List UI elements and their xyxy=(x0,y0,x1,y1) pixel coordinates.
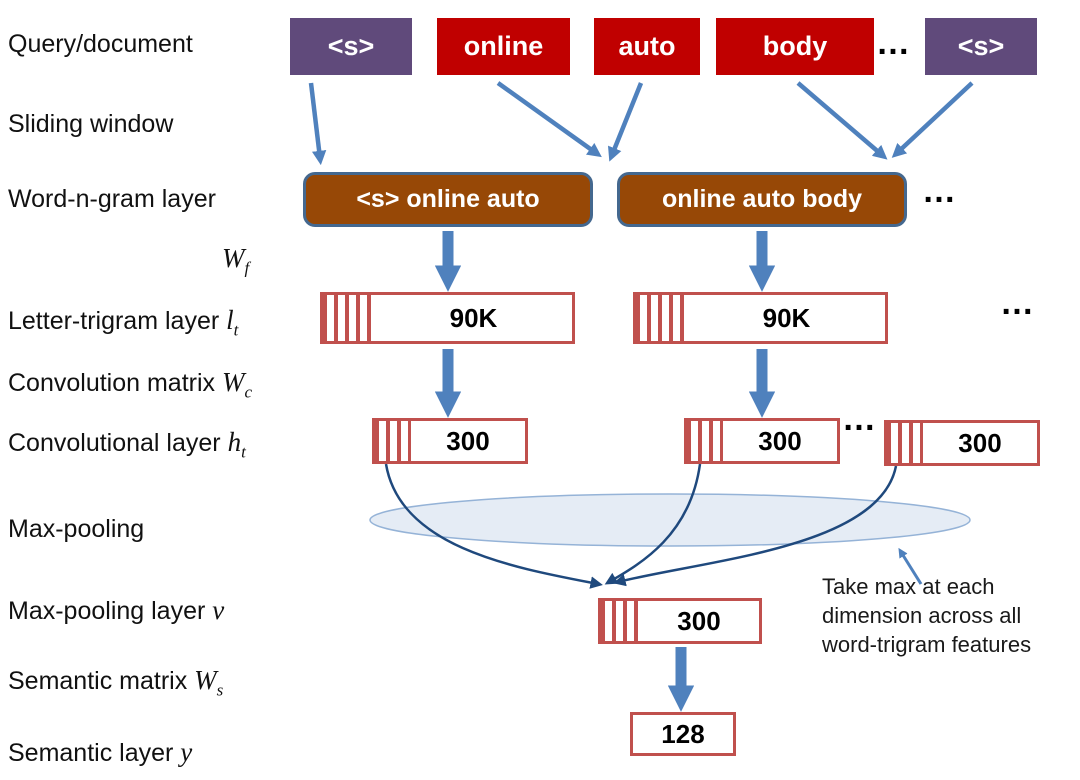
label-semantic-layer: Semantic layer y xyxy=(8,737,192,768)
word-box-s-start: <s> xyxy=(290,18,412,75)
conv-box-2: 300 xyxy=(684,418,840,464)
math-lt: lt xyxy=(226,305,238,339)
math-v: v xyxy=(212,595,224,625)
conv-stripes xyxy=(687,421,723,461)
semantic-box: 128 xyxy=(630,712,736,756)
conv-value: 300 xyxy=(446,425,490,456)
math-ht-base: h xyxy=(227,427,242,457)
conv-ellipsis: … xyxy=(842,400,878,438)
trigram-box-2: 90K xyxy=(633,292,888,344)
label-text: Letter-trigram layer xyxy=(8,307,227,335)
trigram-value: 90K xyxy=(449,302,498,333)
conv-stripes xyxy=(375,421,411,461)
semantic-value: 128 xyxy=(661,718,705,749)
label-text: Semantic layer xyxy=(8,739,181,767)
word-box-auto: auto xyxy=(594,18,700,75)
label-convolution-matrix: Convolution matrix Wc xyxy=(8,367,252,402)
ngram-box-2: online auto body xyxy=(617,172,907,227)
math-wf-base: W xyxy=(222,243,245,273)
label-letter-trigram-layer: Letter-trigram layer lt xyxy=(8,305,238,340)
label-word-ngram-layer: Word-n-gram layer xyxy=(8,185,216,213)
trigram-stripes xyxy=(323,295,375,341)
conv-box-3: 300 xyxy=(884,420,1040,466)
word-box-body: body xyxy=(716,18,874,75)
trigram-ellipsis: … xyxy=(1000,284,1036,322)
max-pooling-ellipse xyxy=(369,493,971,547)
label-max-pooling: Max-pooling xyxy=(8,515,145,543)
conv-stripes xyxy=(887,423,923,463)
label-query-document: Query/document xyxy=(8,30,193,58)
label-text: Convolutional layer xyxy=(8,429,228,457)
math-wc-base: W xyxy=(221,367,245,397)
math-ws-base: W xyxy=(194,665,217,695)
label-text: Max-pooling layer xyxy=(8,597,213,625)
trigram-stripes xyxy=(636,295,688,341)
math-wc: Wc xyxy=(221,367,252,401)
layer-arrows xyxy=(434,231,776,712)
word-box-online: online xyxy=(437,18,570,75)
annotation-arrow xyxy=(898,547,923,585)
math-wc-sub: c xyxy=(244,382,253,402)
conv-value: 300 xyxy=(758,425,802,456)
trigram-box-1: 90K xyxy=(320,292,575,344)
ngram-ellipsis: … xyxy=(922,172,958,210)
math-wf-sub: f xyxy=(244,258,250,278)
maxpool-value: 300 xyxy=(677,605,721,636)
conv-value: 300 xyxy=(958,427,1002,458)
math-ht: ht xyxy=(227,427,246,461)
label-text: Semantic matrix xyxy=(8,667,195,695)
label-semantic-matrix: Semantic matrix Ws xyxy=(8,665,223,700)
math-y-base: y xyxy=(180,737,193,767)
words-ellipsis: … xyxy=(876,24,912,62)
ngram-box-1: <s> online auto xyxy=(303,172,593,227)
math-lt-base: l xyxy=(226,305,234,335)
maxpool-stripes xyxy=(601,601,639,641)
math-ws-sub: s xyxy=(216,680,224,700)
math-ht-sub: t xyxy=(241,442,246,462)
math-wf: Wf xyxy=(222,243,249,277)
math-v-base: v xyxy=(212,595,225,625)
word-box-s-end: <s> xyxy=(925,18,1037,75)
annotation-text: Take max at each dimension across all wo… xyxy=(822,574,1032,658)
label-max-pooling-layer: Max-pooling layer v xyxy=(8,595,224,626)
math-ws: Ws xyxy=(194,665,223,699)
math-y: y xyxy=(180,737,192,767)
label-sliding-window: Sliding window xyxy=(8,110,174,138)
math-lt-sub: t xyxy=(233,320,239,340)
label-text: Convolution matrix xyxy=(8,369,222,397)
sliding-window-arrows xyxy=(308,81,974,166)
conv-box-1: 300 xyxy=(372,418,528,464)
max-pooling-curves xyxy=(384,463,898,589)
label-wf-matrix: Wf xyxy=(222,243,249,278)
label-convolutional-layer: Convolutional layer ht xyxy=(8,427,246,462)
maxpool-box: 300 xyxy=(598,598,762,644)
trigram-value: 90K xyxy=(762,302,811,333)
